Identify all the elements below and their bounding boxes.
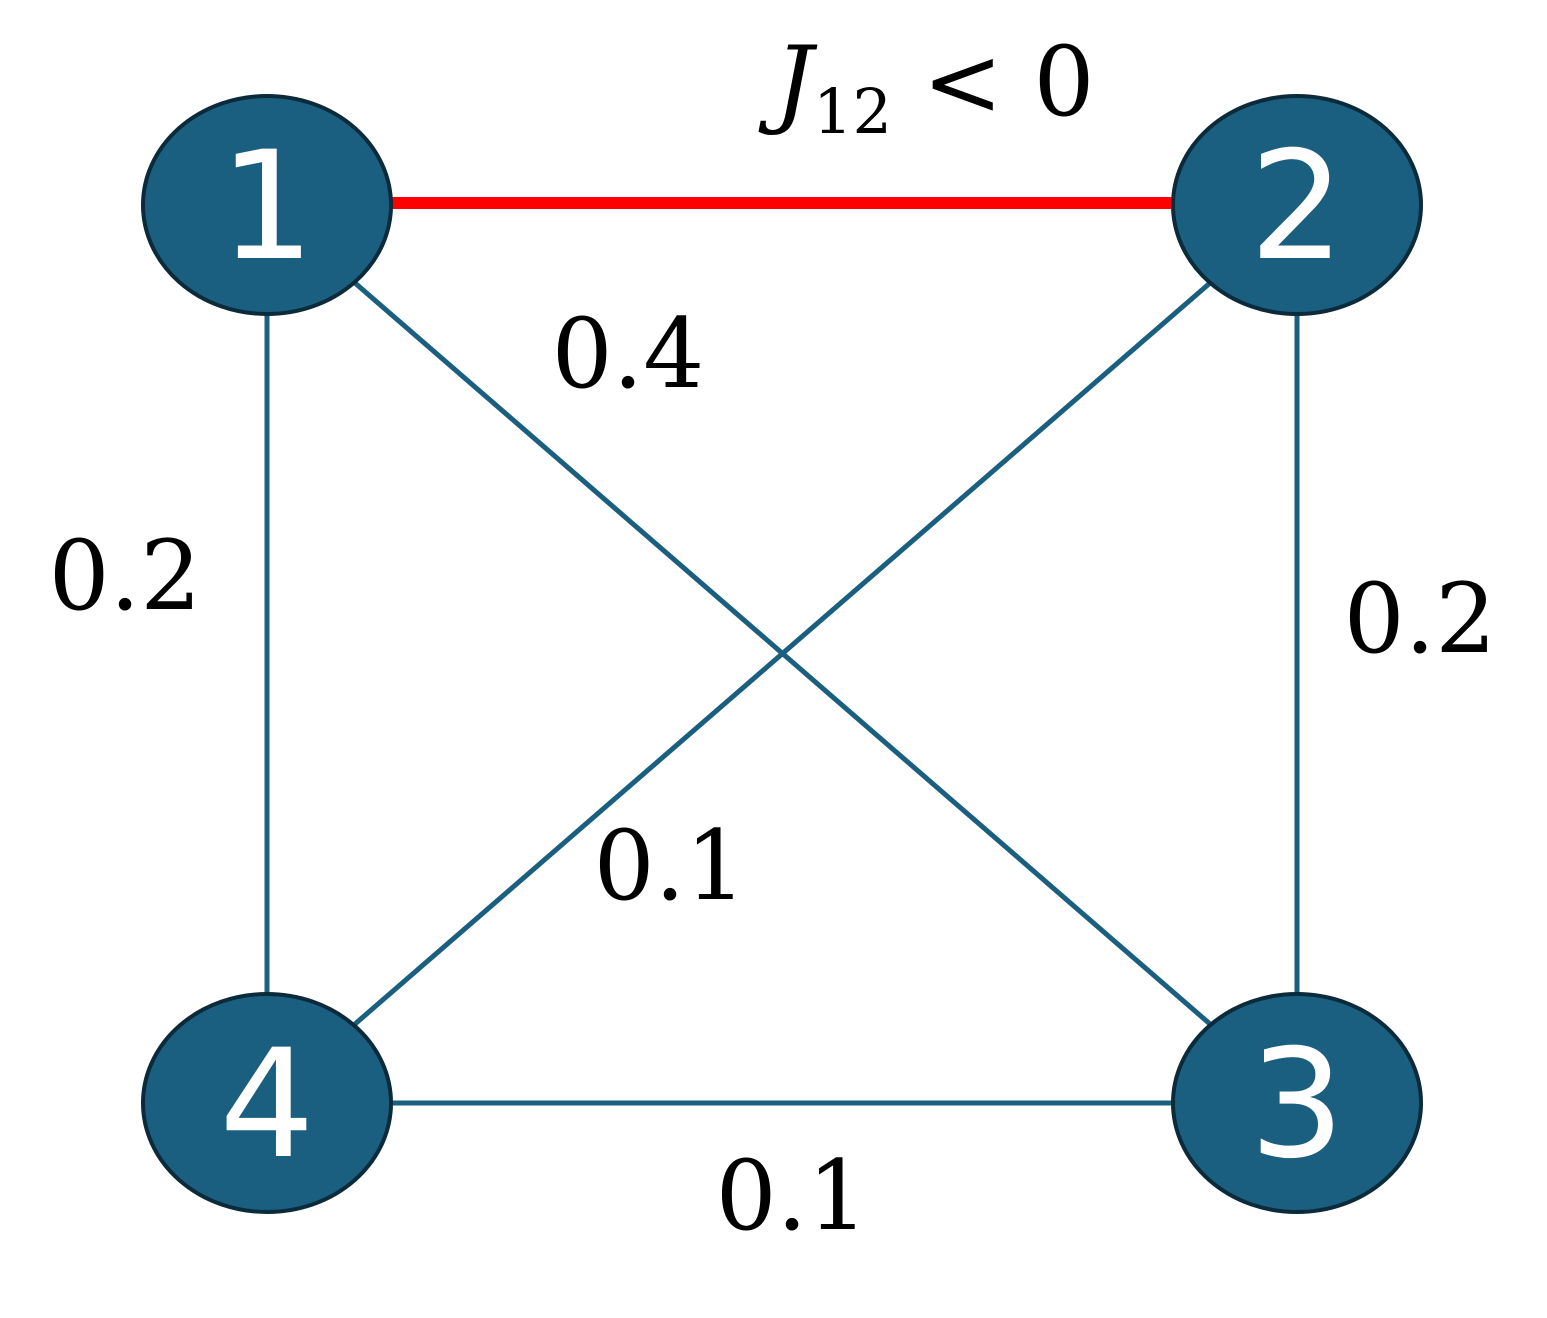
node-1-label: 1 bbox=[219, 120, 314, 294]
node-3: 3 bbox=[1171, 992, 1423, 1214]
node-2-label: 2 bbox=[1249, 120, 1344, 294]
edges bbox=[264, 197, 1300, 1106]
weight-label-4-3: 0.1 bbox=[716, 1140, 869, 1252]
weight-labels: 0.4 0.1 0.2 0.2 0.1 bbox=[49, 298, 1497, 1252]
coupling-symbol: J bbox=[758, 26, 818, 138]
node-2: 2 bbox=[1171, 94, 1423, 316]
node-4-label: 4 bbox=[219, 1018, 314, 1192]
coupling-subscript: 12 bbox=[813, 75, 892, 148]
node-4: 4 bbox=[141, 992, 393, 1214]
node-1: 1 bbox=[141, 94, 393, 316]
weight-label-2-3: 0.2 bbox=[1344, 563, 1497, 675]
node-1-circle bbox=[141, 94, 393, 316]
weight-label-1-4: 0.2 bbox=[49, 520, 202, 632]
node-2-circle bbox=[1171, 94, 1423, 316]
coupling-label: J12 < 0 bbox=[622, 26, 1186, 148]
weight-label-2-4: 0.1 bbox=[594, 810, 747, 922]
weight-label-1-3: 0.4 bbox=[552, 298, 705, 410]
edge-2-4 bbox=[353, 281, 1212, 1026]
node-3-circle bbox=[1171, 992, 1423, 1214]
coupling-relation: < 0 bbox=[892, 26, 1095, 138]
node-3-label: 3 bbox=[1249, 1018, 1344, 1192]
node-4-circle bbox=[141, 992, 393, 1214]
